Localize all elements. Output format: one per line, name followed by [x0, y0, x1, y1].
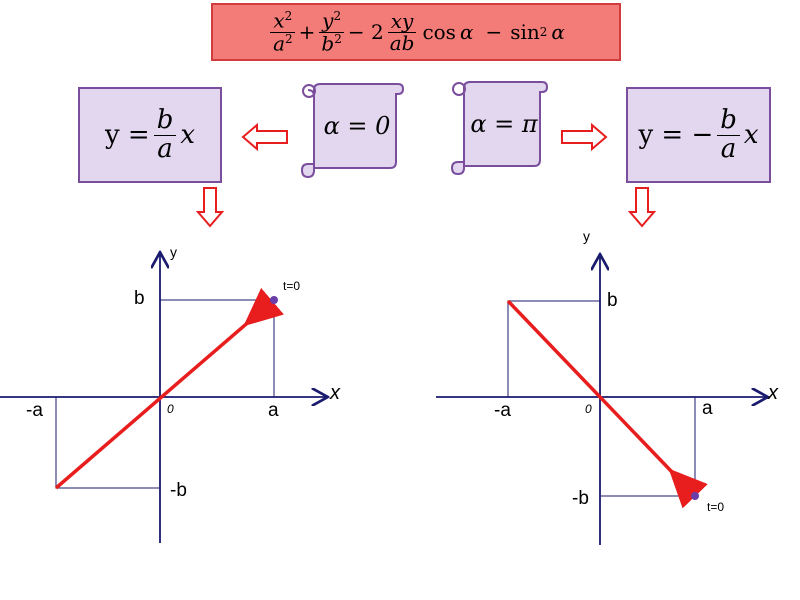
t1-den: a [273, 31, 285, 56]
t1-num-exp: 2 [284, 8, 293, 23]
left-y-axis-label: y [170, 244, 177, 260]
left-direction-arrow [243, 287, 284, 327]
left-minus-a-label: -a [26, 400, 43, 421]
sin-label: sin [510, 20, 540, 44]
right-b-label: b [607, 290, 618, 311]
minus-two: − 2 [347, 20, 384, 44]
right-y-axis-label: y [583, 228, 590, 244]
left-eq-lhs: y = [104, 120, 150, 150]
left-eq-var: x [180, 120, 196, 150]
t2-den: b [321, 31, 335, 56]
term-xy-ab: xy ab [387, 10, 418, 55]
right-line-equation-box: y = − b a x [626, 87, 771, 183]
right-segment [506, 299, 697, 498]
right-down-arrow-icon [628, 187, 656, 228]
left-plot [0, 240, 380, 543]
right-arrow-icon [561, 123, 608, 151]
t2-num-exp: 2 [333, 8, 342, 23]
right-start-point [691, 492, 699, 500]
left-b-label: b [134, 288, 145, 309]
term-x2-a2: x2 a2 [270, 10, 296, 54]
left-origin-label: 0 [167, 402, 174, 416]
left-eq-den: a [157, 133, 173, 164]
minus-sign: − [485, 20, 503, 44]
scroll-left-icon [300, 83, 404, 179]
left-line-equation-box: y = b a x [78, 87, 222, 183]
t1-num: x [273, 8, 285, 33]
right-eq-fraction: b a [717, 106, 740, 164]
left-x-axis-label: x [330, 382, 340, 404]
plus-sign: + [298, 20, 316, 44]
right-t0-label: t=0 [707, 500, 725, 514]
term-y2-b2: y2 b2 [318, 8, 345, 56]
t3-den: ab [389, 30, 415, 55]
left-segment [54, 298, 276, 490]
left-arrow-icon [241, 123, 288, 151]
right-eq-den: a [720, 133, 737, 164]
right-plot [436, 240, 800, 545]
left-t0-label: t=0 [283, 279, 301, 293]
right-minus-b-label: -b [572, 488, 589, 509]
right-minus-a-label: -a [494, 400, 511, 421]
t2-num: y [322, 8, 334, 33]
alpha-2: α [551, 20, 565, 44]
scroll-right-text: α = π [470, 110, 538, 138]
right-eq-var: x [743, 120, 759, 150]
left-minus-b-label: -b [170, 480, 187, 501]
right-eq-num: b [717, 106, 740, 136]
t1-den-exp: 2 [285, 31, 293, 46]
left-eq-fraction: b a [153, 106, 177, 164]
right-x-axis-label: x [768, 382, 778, 404]
t2-den-exp: 2 [334, 31, 342, 46]
left-eq-num: b [153, 106, 177, 136]
right-origin-label: 0 [585, 402, 592, 416]
sin-exp: 2 [539, 25, 548, 39]
right-eq-lhs: y = − [638, 120, 714, 150]
left-line-equation: y = b a x [104, 106, 196, 164]
alpha-1: α [459, 20, 474, 44]
scroll-right-icon [450, 81, 548, 176]
right-a-label: a [702, 398, 713, 419]
t3-num: xy [387, 10, 417, 33]
left-down-arrow-icon [196, 187, 224, 228]
right-line-equation: y = − b a x [638, 106, 759, 164]
cos-label: cos [422, 20, 456, 44]
right-direction-arrow [668, 468, 708, 509]
scroll-left-text: α = 0 [323, 112, 391, 140]
left-a-label: a [268, 400, 279, 421]
left-start-point [270, 296, 278, 304]
